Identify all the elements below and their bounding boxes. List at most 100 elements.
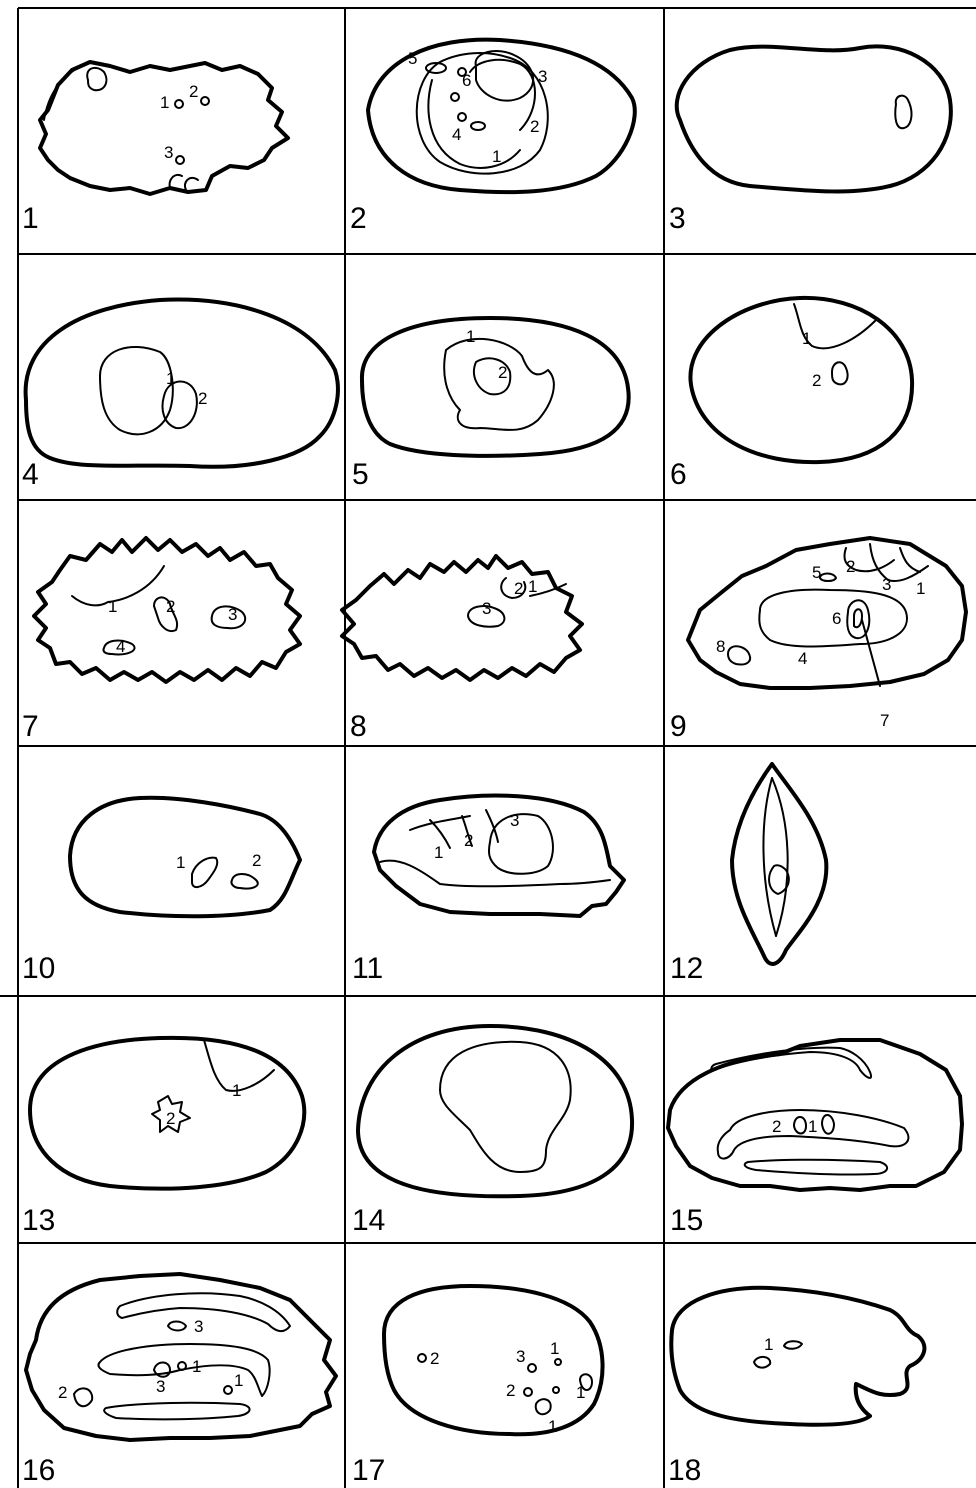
specimen-outline xyxy=(374,796,624,916)
label: 2 xyxy=(506,1381,515,1400)
panel-grid xyxy=(0,8,976,1488)
panel-18: 1 18 xyxy=(668,1288,924,1487)
label: 3 xyxy=(538,67,547,86)
panel-7: 1 2 3 4 7 xyxy=(22,538,300,743)
label: 2 xyxy=(166,597,175,616)
label: 1 xyxy=(576,1383,585,1402)
label: 3 xyxy=(194,1317,203,1336)
panel-number: 18 xyxy=(668,1454,701,1487)
label: 7 xyxy=(880,711,889,730)
panel-number: 12 xyxy=(670,952,703,985)
label: 2 xyxy=(498,363,507,382)
specimen-outline xyxy=(668,1040,962,1190)
specimen-outline xyxy=(26,1274,336,1440)
panel-number: 2 xyxy=(350,202,367,235)
label: 1 xyxy=(176,853,185,872)
panel-13: 1 2 13 xyxy=(22,1038,304,1237)
label: 1 xyxy=(528,577,537,596)
label: 5 xyxy=(408,49,417,68)
panel-4: 1 2 4 xyxy=(22,300,338,491)
specimen-outline xyxy=(26,300,338,467)
panel-number: 5 xyxy=(352,458,369,491)
panel-number: 1 xyxy=(22,202,39,235)
panel-8: 1 2 3 8 xyxy=(342,556,582,743)
specimen-outline xyxy=(688,538,966,688)
label: 4 xyxy=(452,125,461,144)
specimen-outline xyxy=(677,46,951,191)
specimen-outline xyxy=(671,1288,924,1425)
panel-3: 3 xyxy=(669,46,951,235)
label: 2 xyxy=(812,371,821,390)
panel-number: 15 xyxy=(670,1204,703,1237)
panel-number: 4 xyxy=(22,458,39,491)
label: 2 xyxy=(58,1383,67,1402)
label: 1 xyxy=(808,1117,817,1136)
specimen-outline xyxy=(384,1286,603,1434)
panel-number: 17 xyxy=(352,1454,385,1487)
panel-number: 8 xyxy=(350,710,367,743)
label: 2 xyxy=(198,389,207,408)
label: 1 xyxy=(492,147,501,166)
panel-number: 9 xyxy=(670,710,687,743)
label: 1 xyxy=(160,93,169,112)
label: 6 xyxy=(832,609,841,628)
label: 3 xyxy=(516,1347,525,1366)
label: 1 xyxy=(548,1417,557,1436)
specimen-outline xyxy=(358,1026,632,1196)
specimen-outline xyxy=(362,318,629,456)
label: 6 xyxy=(462,71,471,90)
label: 3 xyxy=(482,599,491,618)
label: 1 xyxy=(466,327,475,346)
panel-number: 10 xyxy=(22,952,55,985)
panel-number: 13 xyxy=(22,1204,55,1237)
label: 1 xyxy=(108,597,117,616)
label: 2 xyxy=(772,1117,781,1136)
specimen-outline xyxy=(690,298,912,462)
panel-11: 1 2 3 11 xyxy=(352,796,624,985)
label: 3 xyxy=(164,143,173,162)
label: 5 xyxy=(812,563,821,582)
label: 1 xyxy=(916,579,925,598)
panel-14: 14 xyxy=(352,1026,632,1237)
panel-number: 6 xyxy=(670,458,687,491)
panel-5: 1 2 5 xyxy=(352,318,629,491)
specimen-outline xyxy=(342,556,582,680)
label: 8 xyxy=(716,637,725,656)
label: 1 xyxy=(802,329,811,348)
label: 3 xyxy=(228,605,237,624)
panel-12: 12 xyxy=(670,764,826,985)
label: 1 xyxy=(232,1081,241,1100)
label: 4 xyxy=(116,637,125,656)
label: 2 xyxy=(252,851,261,870)
specimen-outline xyxy=(40,62,288,194)
panel-16: 1 1 2 3 3 16 xyxy=(22,1274,336,1487)
label: 2 xyxy=(189,82,198,101)
panel-17: 1 1 1 2 2 3 17 xyxy=(352,1286,603,1487)
label: 4 xyxy=(798,649,807,668)
label: 2 xyxy=(430,1349,439,1368)
label: 1 xyxy=(166,369,175,388)
panel-9: 1 2 3 4 5 6 7 8 9 xyxy=(670,538,966,743)
panel-number: 14 xyxy=(352,1204,385,1237)
panel-2: 1 2 3 4 5 6 2 xyxy=(350,40,635,235)
label: 2 xyxy=(464,831,473,850)
label: 2 xyxy=(846,557,855,576)
panel-number: 16 xyxy=(22,1454,55,1487)
panel-number: 3 xyxy=(669,202,686,235)
label: 2 xyxy=(530,117,539,136)
label: 1 xyxy=(764,1335,773,1354)
label: 2 xyxy=(166,1109,175,1128)
label: 2 xyxy=(514,579,523,598)
label: 3 xyxy=(882,575,891,594)
label: 1 xyxy=(550,1339,559,1358)
panel-10: 1 2 10 xyxy=(22,798,300,985)
panel-6: 1 2 6 xyxy=(670,298,912,491)
label: 3 xyxy=(510,811,519,830)
panel-15: 1 2 15 xyxy=(668,1040,962,1237)
specimen-outline xyxy=(732,764,826,964)
label: 1 xyxy=(234,1371,243,1390)
panel-1: 1 2 3 1 xyxy=(22,62,288,235)
label: 3 xyxy=(156,1377,165,1396)
label: 1 xyxy=(434,843,443,862)
